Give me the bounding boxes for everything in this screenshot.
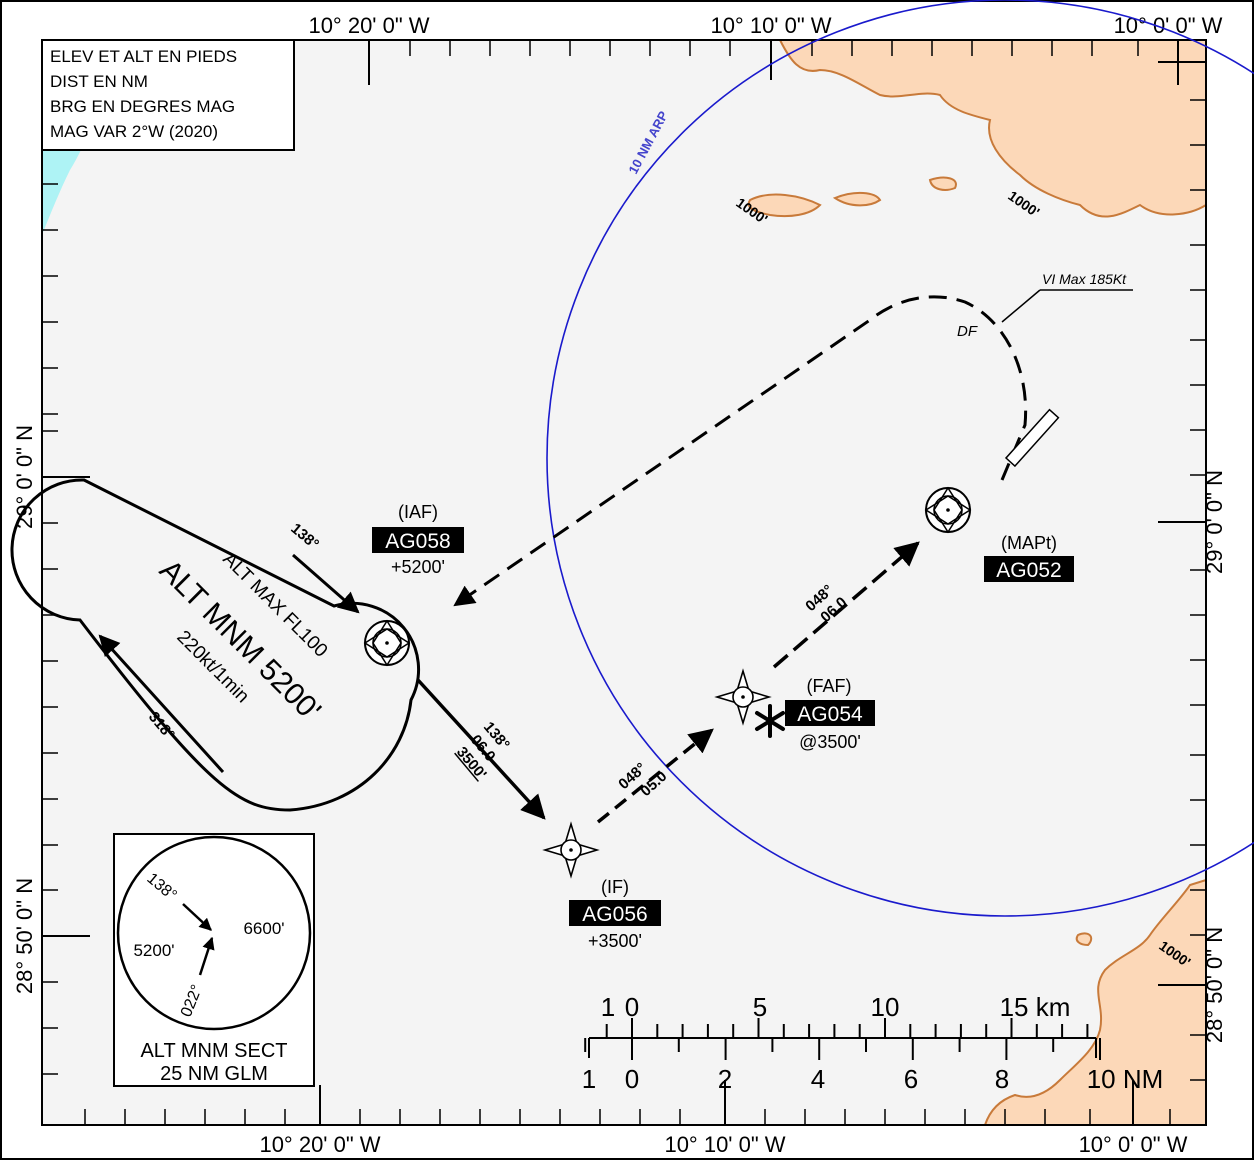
msa-title-1: ALT MNM SECT (140, 1040, 287, 1062)
notes-line-3: BRG EN DEGRES MAG (50, 97, 235, 116)
iaf-symbol-icon[interactable] (364, 620, 410, 666)
faf-alt: @3500' (799, 732, 861, 752)
coord-bottom-right: 10° 0' 0" W (1079, 1132, 1188, 1157)
map-frame (41, 39, 1207, 1126)
iaf-role: (IAF) (398, 502, 438, 522)
notes-line-2: DIST EN NM (50, 72, 148, 91)
holding-inbound-arrow (292, 553, 360, 614)
scale-nm-label: 6 (904, 1064, 918, 1094)
scale-km-label: 15 km (1000, 992, 1071, 1022)
if-role: (IF) (601, 877, 629, 897)
coord-right-upper: 29° 0' 0" N (1202, 470, 1227, 574)
mapt-symbol-icon[interactable] (925, 487, 971, 533)
notes-line-4: MAG VAR 2°W (2020) (50, 122, 218, 141)
faf-name[interactable]: AG054 (797, 703, 863, 726)
coord-right-lower: 28° 50' 0" N (1202, 927, 1227, 1043)
coord-top-mid: 10° 10' 0" W (710, 13, 831, 38)
iaf-name[interactable]: AG058 (385, 530, 450, 553)
leg-iaf-if (416, 678, 546, 820)
coord-bottom-left: 10° 20' 0" W (259, 1132, 380, 1157)
scale-nm-label: 4 (811, 1064, 825, 1094)
coord-bottom-mid: 10° 10' 0" W (664, 1132, 785, 1157)
scale-km-label: 10 (871, 992, 900, 1022)
coord-left-lower: 28° 50' 0" N (12, 878, 37, 994)
terrain-southeast (983, 878, 1207, 1126)
scale-km-label: 1 (601, 992, 615, 1022)
scale-nm-label: 2 (718, 1064, 732, 1094)
msa-title-2: 25 NM GLM (160, 1063, 268, 1085)
holding-pattern (10, 478, 421, 812)
notes-line-1: ELEV ET ALT EN PIEDS (50, 47, 237, 66)
leg-faf-mapt (772, 541, 920, 669)
scale-km-label: 0 (625, 992, 639, 1022)
msa-box (113, 833, 315, 1087)
holding-outbound-arrow (98, 634, 225, 774)
leg-if-faf (596, 728, 714, 824)
faf-role: (FAF) (807, 676, 852, 696)
if-name-box (569, 900, 661, 926)
df-leader (1001, 289, 1041, 323)
graticule-ticks (42, 40, 1206, 1125)
mapt-name[interactable]: AG052 (996, 559, 1061, 582)
msa-arrow-022 (198, 936, 215, 976)
mapt-name-box (984, 556, 1074, 582)
arp-10nm-circle (546, 0, 1254, 917)
msa-arrow-138 (182, 903, 212, 931)
missed-approach-track (453, 295, 1028, 607)
obstacle-asterisk-icon (755, 704, 785, 738)
missed-approach-marker (1004, 408, 1060, 468)
msa-alt-west: 5200' (133, 941, 174, 960)
df-label: DF (957, 323, 978, 340)
coord-top-left: 10° 20' 0" W (308, 13, 429, 38)
mapt-role: (MAPt) (1001, 533, 1057, 553)
scale-km-label: 5 (753, 992, 767, 1022)
notes-box (41, 39, 295, 151)
scale-nm-label: 8 (995, 1064, 1009, 1094)
msa-alt-east: 6600' (243, 919, 284, 938)
iaf-name-box (372, 527, 464, 553)
scale-nm-label: 10 NM (1087, 1064, 1164, 1094)
scale-nm-label: 1 (582, 1064, 596, 1094)
coord-left-upper: 29° 0' 0" N (12, 425, 37, 529)
if-name[interactable]: AG056 (582, 903, 647, 926)
terrain-northeast (747, 39, 1207, 218)
iaf-alt: +5200' (391, 557, 445, 577)
faf-name-box (785, 700, 875, 726)
scale-nm-label: 0 (625, 1064, 639, 1094)
if-alt: +3500' (588, 931, 642, 951)
vi-max-label: VI Max 185Kt (1042, 271, 1127, 287)
msa-circle (116, 835, 312, 1031)
graticule-major (42, 40, 1206, 1125)
